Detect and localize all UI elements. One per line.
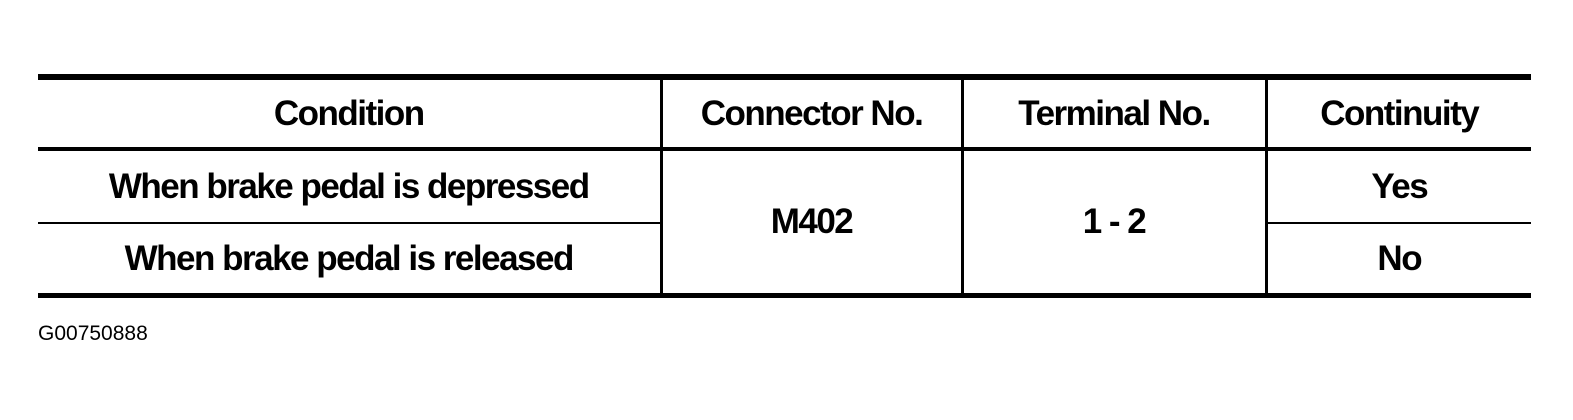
table-header-row: Condition Connector No. Terminal No. Con… bbox=[38, 77, 1531, 151]
figure-code: G00750888 bbox=[38, 322, 148, 345]
header-connector-no: Connector No. bbox=[659, 77, 962, 151]
cell-connector-no: M402 bbox=[659, 149, 962, 296]
spec-table-container: Condition Connector No. Terminal No. Con… bbox=[38, 74, 1531, 298]
header-condition: Condition bbox=[38, 77, 661, 151]
cell-terminal-no: 1 - 2 bbox=[960, 149, 1266, 296]
cell-condition-depressed: When brake pedal is depressed bbox=[38, 149, 661, 224]
table-row: When brake pedal is released No bbox=[38, 223, 1531, 296]
header-terminal-no: Terminal No. bbox=[960, 77, 1266, 151]
cell-condition-released: When brake pedal is released bbox=[124, 238, 575, 278]
cell-continuity-yes: Yes bbox=[1264, 149, 1531, 224]
header-continuity: Continuity bbox=[1264, 77, 1531, 151]
continuity-spec-table: Condition Connector No. Terminal No. Con… bbox=[38, 74, 1531, 298]
table-row: When brake pedal is depressed M402 1 - 2… bbox=[38, 149, 1531, 296]
cell-continuity-no: No bbox=[1264, 223, 1531, 296]
